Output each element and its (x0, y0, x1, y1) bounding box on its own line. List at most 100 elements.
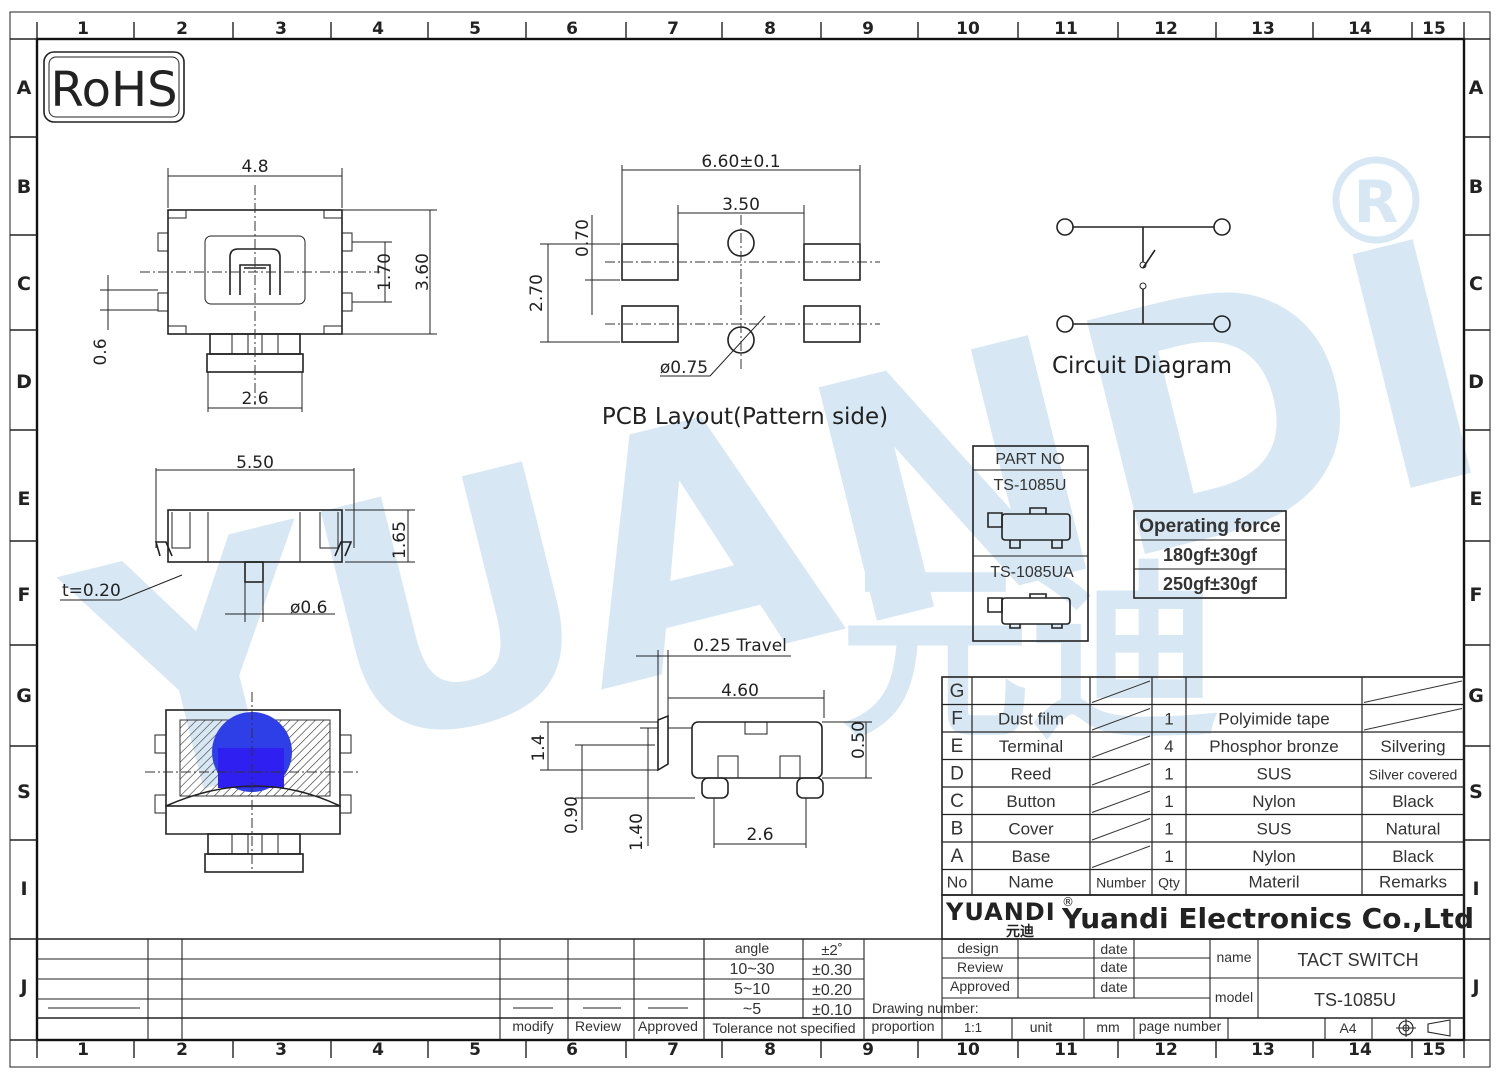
tb-r3: ~5 (743, 1001, 761, 1018)
top-view: 4.8 1.70 3.60 0.6 2.6 (91, 157, 437, 412)
tb-angle-tol: ±2˚ (821, 942, 843, 959)
section-view (145, 692, 360, 873)
bom-name: Base (1012, 847, 1051, 866)
row-letter-left: S (17, 781, 31, 803)
dim-dia-0-6: ø0.6 (290, 598, 327, 618)
tb-drawing-number: Drawing number: (872, 1000, 979, 1016)
col-number-top: 4 (372, 19, 384, 39)
part-icon-1 (987, 507, 1071, 549)
bom-h-no: No (947, 875, 968, 892)
col-number-bottom: 2 (176, 1040, 188, 1060)
row-letter-right: A (1469, 77, 1484, 99)
side-view: 5.50 1.65 t=0.20 ø0.6 (60, 453, 415, 622)
col-number-top: 10 (956, 19, 980, 39)
tb-r1: 10~30 (730, 961, 775, 978)
tb-modify: modify (512, 1018, 553, 1034)
rohs-text: RoHS (50, 62, 177, 118)
row-letter-right: D (1468, 371, 1484, 393)
tb-mm: mm (1096, 1019, 1119, 1035)
bom-h-name: Name (1008, 873, 1053, 892)
dim-hole: ø0.75 (660, 358, 708, 378)
bom-qty: 4 (1164, 737, 1173, 756)
row-letter-left: I (20, 878, 27, 900)
col-number-top: 13 (1251, 19, 1275, 39)
col-number-bottom: 14 (1348, 1040, 1372, 1060)
bom-letter: A (951, 846, 964, 867)
col-number-top: 12 (1154, 19, 1178, 39)
tb-angle: angle (735, 940, 769, 956)
tb-name-label: name (1216, 949, 1251, 965)
watermark-cn: 元迪 (840, 544, 1220, 765)
row-letter-left: E (18, 488, 31, 510)
tb-date2: date (1100, 959, 1127, 975)
col-number-bottom: 13 (1251, 1040, 1275, 1060)
bom-qty: 1 (1164, 847, 1173, 866)
dim-2-6b: 2.6 (746, 825, 773, 845)
col-number-top: 9 (862, 19, 874, 39)
tb-review2: Review (957, 959, 1004, 975)
pcb-caption: PCB Layout(Pattern side) (602, 404, 888, 430)
bom-remarks: Black (1392, 792, 1434, 811)
dim-0-50: 0.50 (849, 721, 869, 759)
bom-material: Nylon (1252, 847, 1295, 866)
pcb-layout: 6.60±0.1 3.50 0.70 2.70 ø0.75 PCB Layout… (527, 152, 888, 430)
row-letter-right: C (1469, 273, 1483, 295)
row-letter-right: J (1470, 976, 1479, 998)
dim-t: t=0.20 (62, 581, 121, 601)
tb-r1-tol: ±0.30 (812, 962, 852, 979)
svg-text:R: R (1354, 168, 1399, 236)
bom-letter: D (950, 763, 964, 784)
bom-name: Dust film (998, 709, 1064, 728)
tb-scale: 1:1 (964, 1020, 982, 1035)
bom-material: Phosphor bronze (1209, 737, 1338, 756)
row-letter-left: B (17, 176, 31, 198)
col-number-bottom: 10 (956, 1040, 980, 1060)
tb-r3-tol: ±0.10 (812, 1002, 852, 1019)
company-reg: ® (1062, 895, 1074, 909)
dim-4-60: 4.60 (721, 681, 759, 701)
bom-remarks: Natural (1386, 819, 1441, 838)
col-number-top: 8 (764, 19, 776, 39)
part-no-1: TS-1085U (994, 477, 1067, 494)
col-number-top: 15 (1422, 19, 1446, 39)
dim-1-4: 1.4 (529, 734, 549, 761)
force-header: Operating force (1139, 516, 1280, 537)
col-number-top: 7 (667, 19, 679, 39)
dim-0-70: 0.70 (573, 219, 593, 257)
bom-qty: 1 (1164, 764, 1173, 783)
col-number-bottom: 5 (469, 1040, 481, 1060)
tb-date3: date (1100, 979, 1127, 995)
tb-model-val: TS-1085U (1314, 990, 1396, 1010)
row-letter-right: I (1472, 878, 1479, 900)
inner-frame (35, 37, 1466, 1042)
tb-model-label: model (1215, 989, 1253, 1005)
bom-qty: 1 (1164, 709, 1173, 728)
col-number-bottom: 15 (1422, 1040, 1446, 1060)
dim-2-70: 2.70 (527, 274, 547, 312)
bom-qty: 1 (1164, 819, 1173, 838)
tb-approved: Approved (638, 1018, 698, 1034)
bom-h-qty: Qty (1158, 875, 1180, 891)
bom-h-material: Materil (1248, 873, 1299, 892)
bom-letter: B (951, 818, 964, 839)
col-number-top: 6 (566, 19, 578, 39)
part-no-header: PART NO (995, 451, 1064, 468)
tb-paper: A4 (1339, 1020, 1356, 1036)
tb-date1: date (1100, 941, 1127, 957)
dim-6-60: 6.60±0.1 (701, 152, 780, 172)
tb-proportion: proportion (871, 1018, 934, 1034)
row-letter-left: F (18, 584, 31, 606)
bom-material: SUS (1257, 819, 1292, 838)
company-logo: YUANDI (945, 898, 1056, 926)
row-letter-right: E (1470, 488, 1483, 510)
column-numbers: 1122334455667788991010111112121313141415… (36, 19, 1465, 1060)
bom-name: Reed (1011, 764, 1052, 783)
tb-review: Review (575, 1018, 622, 1034)
bom-name: Button (1006, 792, 1055, 811)
rohs-badge: RoHS (43, 51, 185, 123)
force-table: Operating force 180gf±30gf 250gf±30gf (1133, 510, 1287, 599)
dim-2-6: 2.6 (241, 389, 268, 409)
